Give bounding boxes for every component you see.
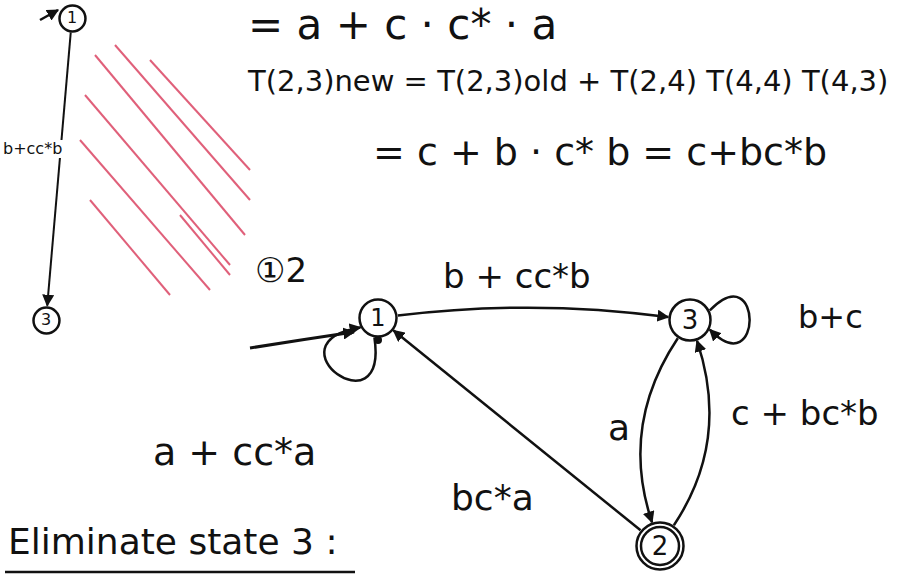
transition-label: a + cc*a: [150, 432, 319, 474]
inner-ring: [641, 527, 679, 565]
formula-text: = c + b · c* b = c+bc*b: [370, 132, 830, 174]
accept-state: 2: [635, 521, 685, 571]
start-arrow: [250, 332, 354, 348]
state-circle: 1: [58, 4, 87, 33]
formula-text: T(2,3)new = T(2,3)old + T(2,4) T(4,4) T(…: [245, 66, 891, 98]
transition-arrow: [640, 338, 677, 522]
transition-label: bc*a: [448, 478, 537, 518]
formula-text: = a + c · c* · a: [245, 2, 560, 48]
state-label: 2: [652, 533, 669, 559]
transition-arrow: [674, 341, 710, 525]
underline: [5, 571, 355, 574]
hatch-line: [85, 95, 230, 265]
transition-arrow: [398, 308, 668, 317]
circle-outline: [59, 5, 85, 31]
transition-arrow: [394, 331, 641, 531]
transition-label: b+c: [795, 300, 866, 335]
hatch-line: [90, 200, 170, 295]
transition-label: a: [605, 408, 633, 448]
transition-label: b + cc*b: [440, 258, 594, 295]
state-label: 3: [682, 307, 699, 333]
hatch-line: [80, 140, 210, 290]
transition-label: c + bc*b: [728, 395, 882, 432]
state-circle: 3: [668, 298, 712, 342]
red-hatching: [80, 45, 250, 295]
state-label: 1: [67, 10, 77, 26]
state-label: 3: [41, 312, 51, 328]
transition-label: b+cc*b: [0, 140, 65, 158]
circle-outline: [637, 523, 684, 570]
circle-outline: [670, 300, 711, 341]
start-arrow: [40, 10, 58, 20]
step-number: ①2: [252, 252, 310, 289]
state-circle: 1: [358, 298, 398, 338]
transition-arrow: [47, 32, 71, 305]
transition-arrow: [710, 297, 750, 344]
circle-outline: [360, 300, 397, 337]
state-circle: 3: [32, 306, 61, 335]
hatch-line: [180, 215, 230, 275]
state-label: 1: [370, 306, 385, 330]
circle-outline: [33, 307, 59, 333]
hatch-line: [150, 60, 250, 170]
section-heading: Eliminate state 3 :: [5, 522, 341, 562]
hatch-line: [115, 45, 250, 200]
